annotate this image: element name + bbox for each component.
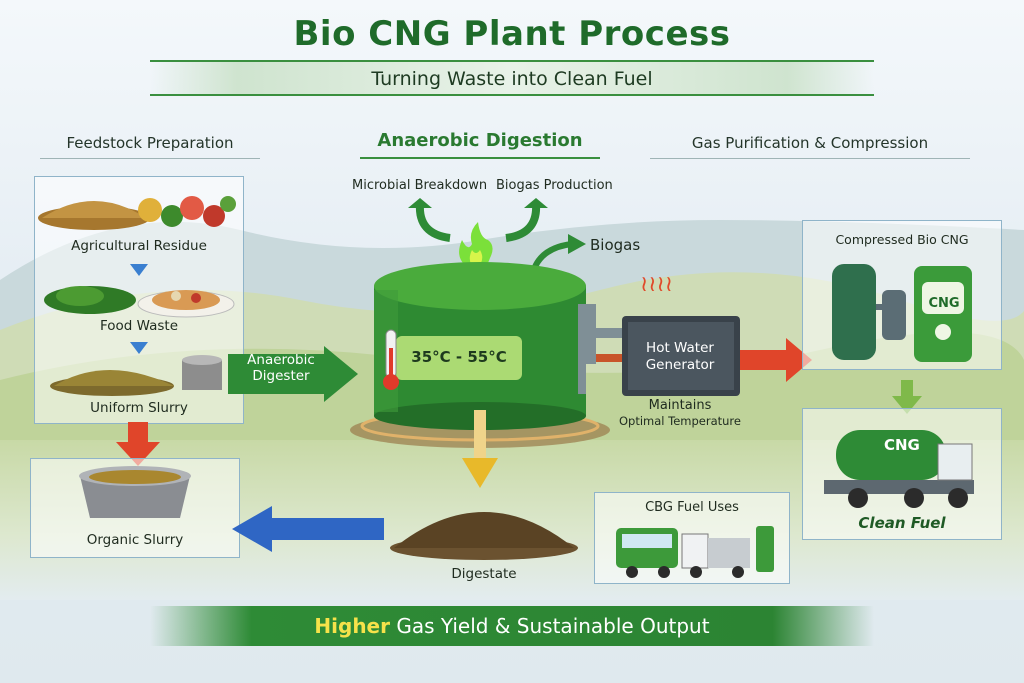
anaerobic-digester-arrow-label: Anaerobic Digester	[247, 352, 315, 384]
section-heading-digestion: Anaerobic Digestion	[360, 130, 600, 159]
heat-waves-icon: ≀≀≀≀	[640, 272, 673, 297]
cng-pump-icon	[914, 266, 972, 362]
footer-rest: Gas Yield & Sustainable Output	[389, 614, 710, 638]
footer-banner	[150, 606, 874, 646]
page-subtitle: Turning Waste into Clean Fuel	[371, 68, 653, 90]
footer-text: Higher Gas Yield & Sustainable Output	[150, 611, 874, 641]
temperature-label: 35°C - 55°C	[411, 348, 507, 366]
greens-icon	[44, 286, 136, 314]
compressor-icon	[832, 264, 906, 360]
slurry-pile-icon	[50, 370, 174, 396]
biogas-label: Biogas	[590, 236, 641, 254]
section-heading-feedstock: Feedstock Preparation	[40, 134, 260, 159]
tanker-cng-badge: CNG	[884, 436, 920, 454]
feedstock-item: Food Waste	[99, 318, 179, 334]
generator-label: Hot Water Generator	[645, 340, 715, 373]
compressed-cng-label: Compressed Bio CNG	[835, 232, 969, 247]
page-title: Bio CNG Plant Process	[293, 14, 731, 54]
optimal-temperature-label: Optimal Temperature	[618, 414, 741, 428]
cng-tanker-icon	[824, 430, 974, 508]
down-arrow-icon	[130, 264, 148, 276]
microbial-breakdown-label: Microbial Breakdown	[352, 178, 488, 193]
vegetables-icon	[138, 196, 236, 227]
biogas-production-label: Biogas Production	[496, 178, 613, 193]
feedstock-item: Uniform Slurry	[90, 400, 188, 416]
food-plate-icon	[137, 290, 235, 318]
hot-water-generator-icon	[622, 316, 740, 396]
blue-left-arrow-icon	[232, 506, 384, 552]
clean-fuel-label: Clean Fuel	[858, 514, 946, 532]
cng-badge: CNG	[928, 296, 960, 311]
digestate-label: Digestate	[451, 566, 517, 582]
curved-arrows-icon	[408, 198, 548, 242]
bus-and-truck-icon	[616, 526, 774, 578]
red-right-arrow-icon	[740, 338, 812, 382]
fuel-uses-label: CBG Fuel Uses	[645, 500, 739, 515]
can-icon	[182, 355, 222, 390]
grain-pile-icon	[38, 201, 150, 230]
maintains-label: Maintains	[648, 398, 712, 413]
digestate-pile-icon	[390, 512, 578, 560]
thermometer-icon	[383, 329, 399, 390]
down-arrow-digestate-icon	[462, 410, 498, 488]
subtitle-banner	[150, 60, 874, 96]
green-right-arrow-icon	[228, 346, 358, 402]
pipe-icon	[578, 304, 636, 394]
down-arrow-icon	[130, 342, 148, 354]
footer-highlight: Higher	[314, 614, 390, 638]
red-down-arrow-icon	[116, 422, 160, 466]
organic-slurry-label: Organic Slurry	[86, 532, 184, 548]
green-down-arrow-icon	[892, 380, 922, 414]
slurry-tub-icon	[79, 466, 191, 518]
section-heading-purification: Gas Purification & Compression	[650, 134, 970, 159]
feedstock-item: Agricultural Residue	[71, 238, 207, 254]
